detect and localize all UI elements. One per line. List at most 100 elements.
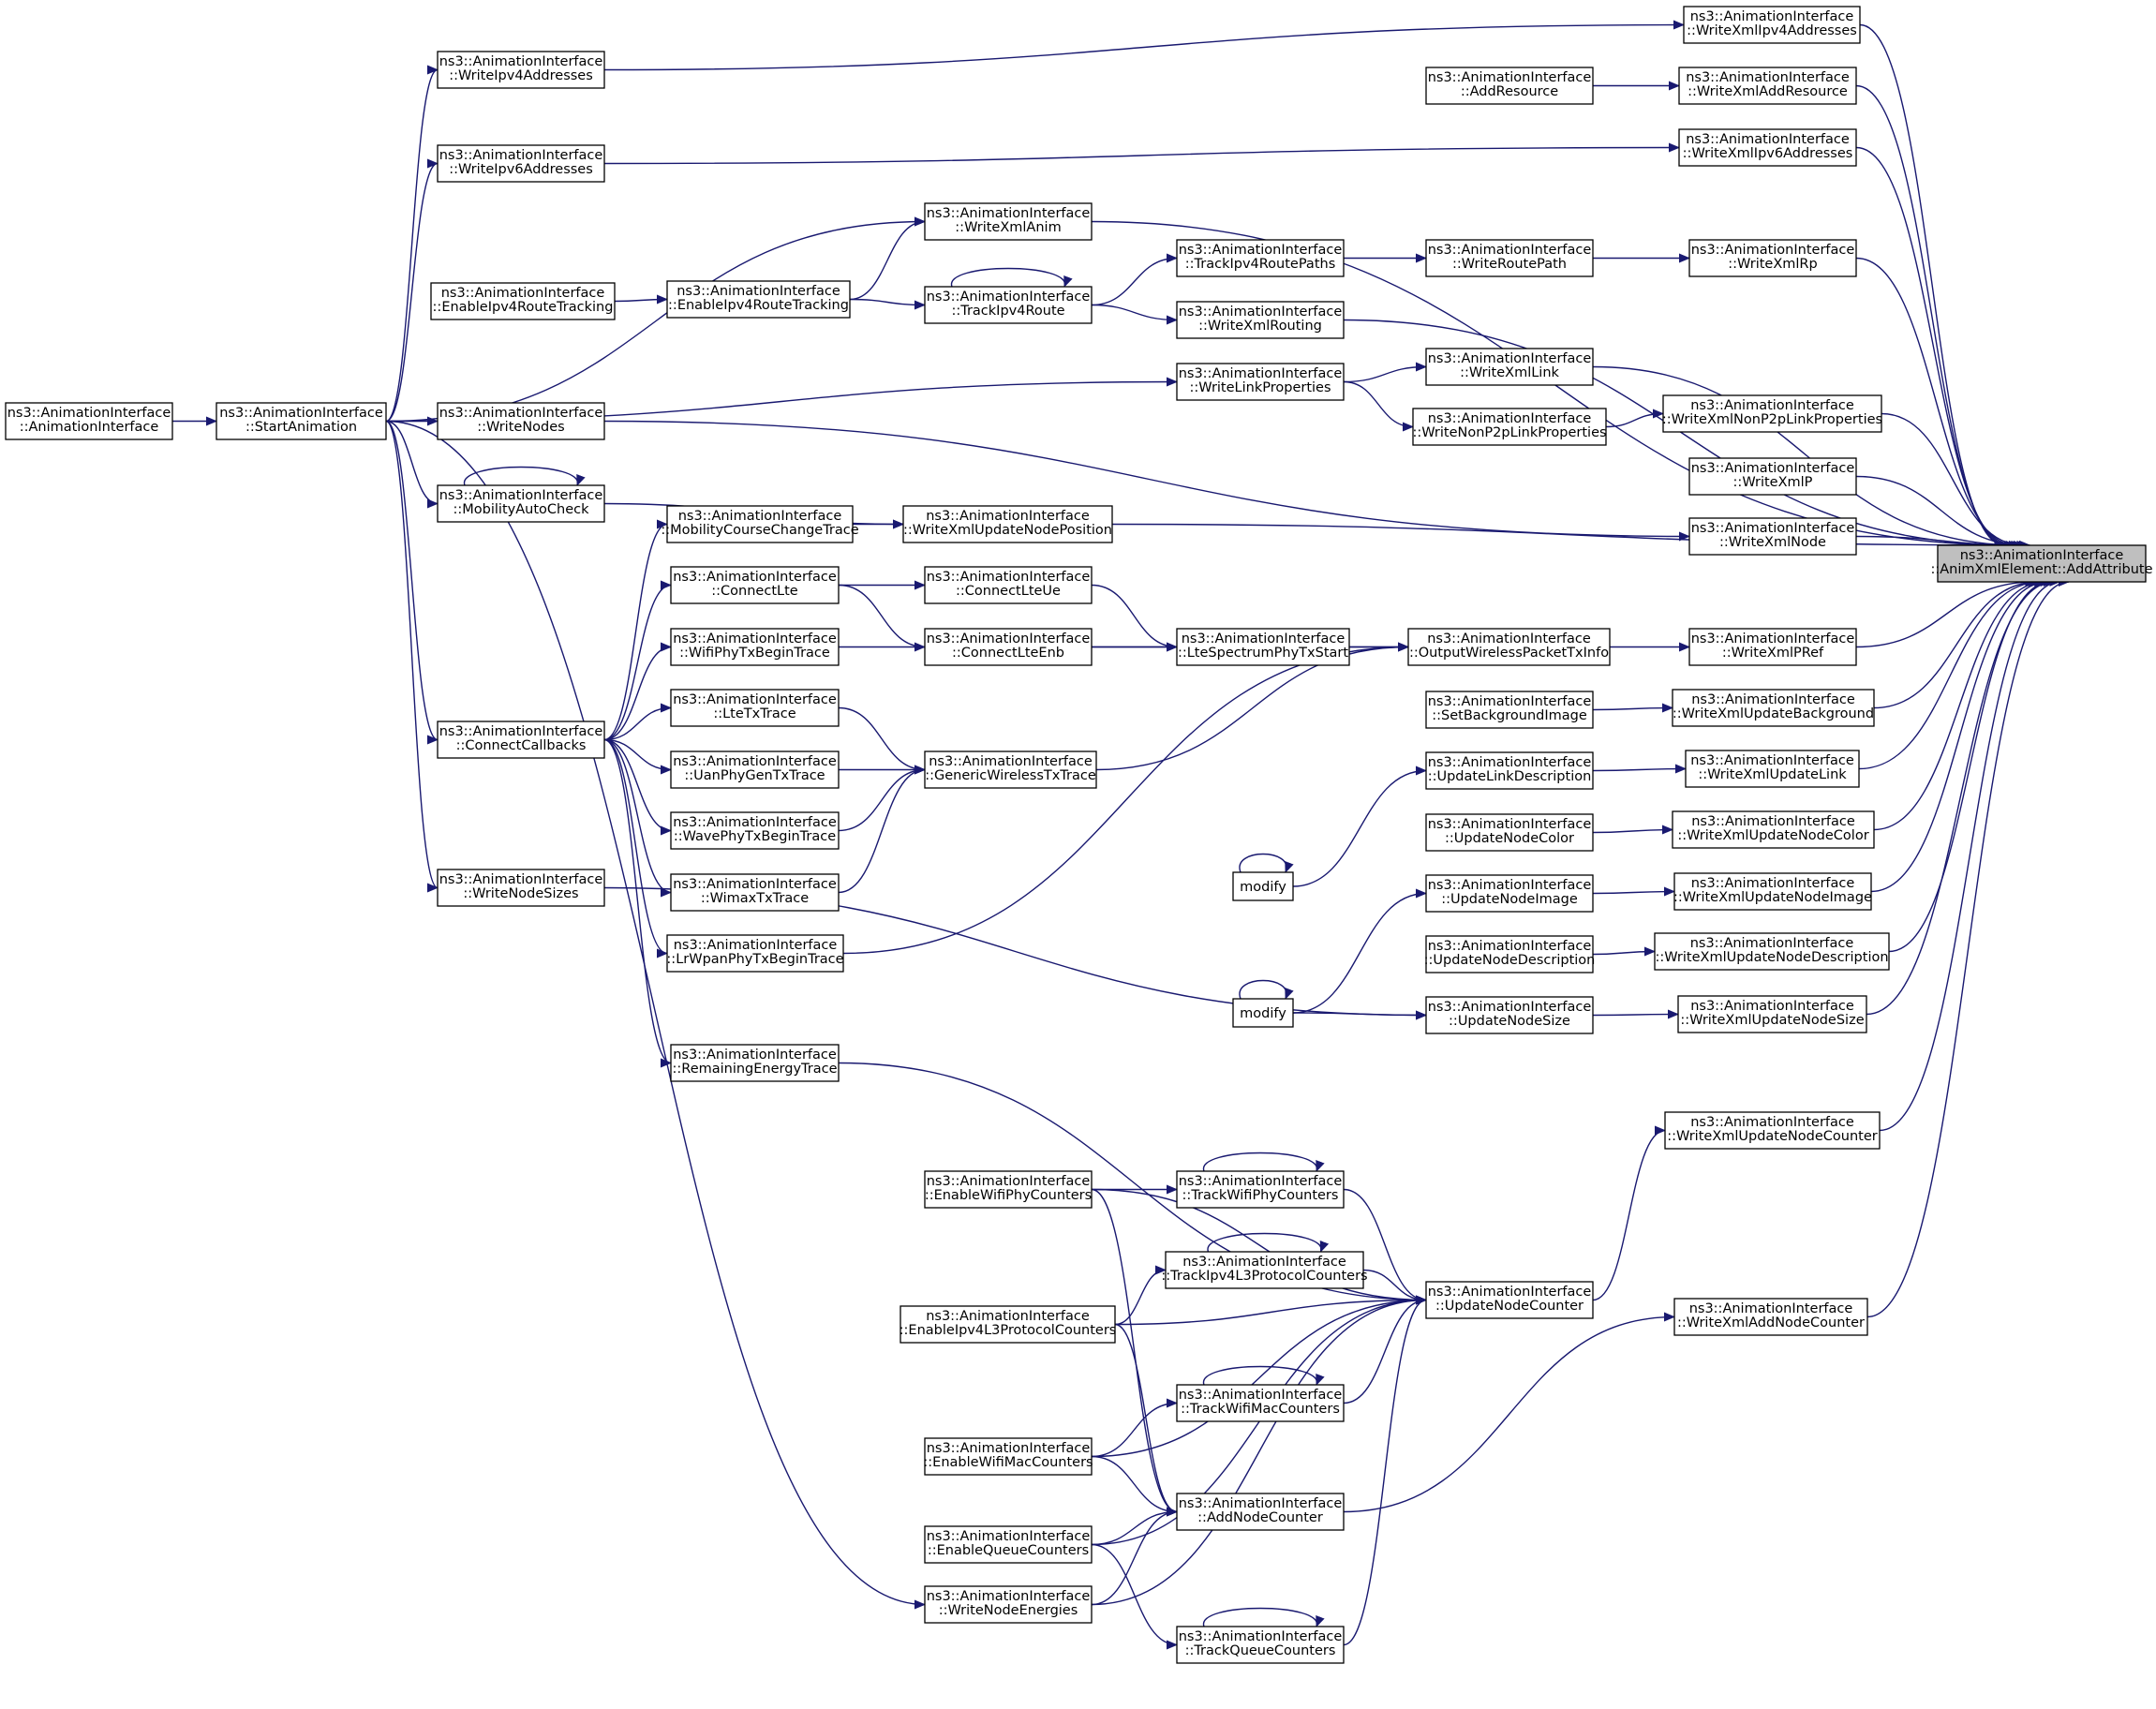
graph-node-trIpv4RP[interactable]: ns3::AnimationInterface::TrackIpv4RouteP…	[1176, 239, 1345, 277]
graph-node-addres[interactable]: ns3::AnimationInterface::AddResource	[1425, 67, 1594, 105]
node-label-line: ns3::AnimationInterface	[1428, 878, 1592, 893]
graph-node-wipv4[interactable]: ns3::AnimationInterface::WriteIpv4Addres…	[437, 51, 605, 89]
graph-node-wxipv6[interactable]: ns3::AnimationInterface::WriteXmlIpv6Add…	[1678, 128, 1857, 167]
graph-node-wxp[interactable]: ns3::AnimationInterface::WriteXmlP	[1688, 457, 1857, 496]
call-edge	[1343, 1188, 1427, 1305]
graph-node-enwifimac[interactable]: ns3::AnimationInterface::EnableWifiMacCo…	[923, 1437, 1093, 1476]
graph-node-cc[interactable]: ns3::AnimationInterface::ConnectCallback…	[437, 721, 605, 759]
graph-node-wxuni[interactable]: ns3::AnimationInterface::WriteXmlUpdateN…	[1673, 872, 1872, 911]
graph-node-trwifiphy[interactable]: ns3::AnimationInterface::TrackWifiPhyCou…	[1176, 1170, 1345, 1209]
node-box	[437, 144, 605, 183]
graph-node-enipv4l3[interactable]: ns3::AnimationInterface::EnableIpv4L3Pro…	[900, 1305, 1117, 1344]
graph-node-setbg[interactable]: ns3::AnimationInterface::SetBackgroundIm…	[1425, 691, 1594, 729]
node-label-line: ::StartAnimation	[245, 420, 357, 435]
node-label-line: ns3::AnimationInterface	[7, 406, 171, 421]
graph-node-wxrp[interactable]: ns3::AnimationInterface::WriteXmlRp	[1688, 239, 1857, 277]
graph-node-updnc[interactable]: ns3::AnimationInterface::UpdateNodeColor	[1425, 813, 1594, 852]
graph-node-wxrouting[interactable]: ns3::AnimationInterface::WriteXmlRouting	[1176, 301, 1345, 339]
node-label-line: ::WriteIpv6Addresses	[449, 162, 593, 177]
graph-node-updld[interactable]: ns3::AnimationInterface::UpdateLinkDescr…	[1425, 751, 1594, 790]
call-edge	[1091, 1507, 1178, 1606]
graph-node-wlinkprop[interactable]: ns3::AnimationInterface::WriteLinkProper…	[1176, 363, 1345, 401]
node-label-line: ns3::AnimationInterface	[439, 148, 603, 163]
node-box	[670, 811, 840, 850]
graph-node-wnodes[interactable]: ns3::AnimationInterface::WriteNodes	[437, 402, 605, 440]
node-label-line: ns3::AnimationInterface	[1428, 1285, 1592, 1300]
graph-node-enIpv4RT_b[interactable]: ns3::AnimationInterface::EnableIpv4Route…	[666, 280, 851, 319]
call-edge	[1095, 642, 1409, 771]
graph-node-root[interactable]: ns3::AnimationInterface::AnimXmlElement:…	[1930, 544, 2153, 583]
call-edge	[603, 738, 672, 775]
call-edge	[464, 466, 586, 486]
graph-node-addnc[interactable]: ns3::AnimationInterface::AddNodeCounter	[1176, 1493, 1345, 1531]
graph-node-wxlink[interactable]: ns3::AnimationInterface::WriteXmlLink	[1425, 348, 1594, 386]
graph-node-wxulink[interactable]: ns3::AnimationInterface::WriteXmlUpdateL…	[1685, 750, 1860, 788]
graph-node-uantx[interactable]: ns3::AnimationInterface::UanPhyGenTxTrac…	[670, 750, 840, 789]
graph-node-wifitx[interactable]: ns3::AnimationInterface::WifiPhyTxBeginT…	[670, 628, 840, 666]
graph-node-wroutepath[interactable]: ns3::AnimationInterface::WriteRoutePath	[1425, 239, 1594, 277]
graph-node-gwtx[interactable]: ns3::AnimationInterface::GenericWireless…	[924, 750, 1097, 789]
graph-node-remen[interactable]: ns3::AnimationInterface::RemainingEnergy…	[670, 1044, 840, 1082]
node-label-line: ns3::AnimationInterface	[439, 54, 603, 69]
node-label-line: ::LteSpectrumPhyTxStart	[1178, 646, 1348, 661]
call-edge	[603, 738, 672, 836]
graph-node-wavetx[interactable]: ns3::AnimationInterface::WavePhyTxBeginT…	[670, 811, 840, 850]
node-label-line: ::UpdateNodeDescription	[1424, 953, 1596, 968]
node-label-line: ::UanPhyGenTxTrace	[684, 768, 825, 783]
graph-node-wxubg[interactable]: ns3::AnimationInterface::WriteXmlUpdateB…	[1672, 689, 1875, 727]
graph-node-ltespec[interactable]: ns3::AnimationInterface::LteSpectrumPhyT…	[1176, 628, 1350, 666]
graph-node-updns[interactable]: ns3::AnimationInterface::UpdateNodeSize	[1425, 996, 1594, 1034]
graph-node-wxpref[interactable]: ns3::AnimationInterface::WriteXmlPRef	[1688, 628, 1857, 666]
graph-node-wnonp2p[interactable]: ns3::AnimationInterface::WriteNonP2pLink…	[1412, 408, 1607, 446]
graph-node-wxnonp2p[interactable]: ns3::AnimationInterface::WriteXmlNonP2pL…	[1662, 394, 1882, 433]
graph-node-wxuncnt[interactable]: ns3::AnimationInterface::WriteXmlUpdateN…	[1664, 1111, 1881, 1150]
graph-node-enIpv4RT_a[interactable]: ns3::AnimationInterface::EnableIpv4Route…	[430, 282, 616, 320]
node-label-line: ns3::AnimationInterface	[1689, 1301, 1853, 1316]
graph-node-updnd[interactable]: ns3::AnimationInterface::UpdateNodeDescr…	[1424, 935, 1596, 973]
graph-node-updni[interactable]: ns3::AnimationInterface::UpdateNodeImage	[1425, 874, 1594, 913]
graph-node-ctor[interactable]: ns3::AnimationInterface::AnimationInterf…	[5, 402, 173, 440]
graph-node-clteenb[interactable]: ns3::AnimationInterface::ConnectLteEnb	[924, 628, 1093, 666]
node-label-line: ns3::AnimationInterface	[1690, 999, 1854, 1014]
graph-node-wxnode[interactable]: ns3::AnimationInterface::WriteXmlNode	[1688, 517, 1857, 556]
call-edge	[1605, 409, 1664, 428]
graph-node-owptx[interactable]: ns3::AnimationInterface::OutputWirelessP…	[1407, 628, 1611, 666]
graph-node-modify1[interactable]: modify	[1232, 871, 1294, 901]
node-label-line: ::WriteXmlUpdateNodeCounter	[1667, 1129, 1877, 1144]
node-label-line: ns3::AnimationInterface	[1691, 814, 1855, 829]
graph-node-wipv6[interactable]: ns3::AnimationInterface::WriteIpv6Addres…	[437, 144, 605, 183]
graph-node-wxuns[interactable]: ns3::AnimationInterface::WriteXmlUpdateN…	[1677, 995, 1867, 1033]
graph-node-updncnt[interactable]: ns3::AnimationInterface::UpdateNodeCount…	[1425, 1281, 1594, 1319]
node-label-line: ::EnableWifiMacCounters	[923, 1455, 1093, 1470]
call-edge	[1343, 380, 1414, 432]
graph-node-lrwpantx[interactable]: ns3::AnimationInterface::LrWpanPhyTxBegi…	[666, 934, 844, 973]
graph-node-start[interactable]: ns3::AnimationInterface::StartAnimation	[216, 402, 387, 440]
graph-node-wxanc[interactable]: ns3::AnimationInterface::WriteXmlAddNode…	[1673, 1298, 1868, 1336]
graph-node-mob[interactable]: ns3::AnimationInterface::MobilityAutoChe…	[437, 484, 605, 523]
graph-node-wnenergies[interactable]: ns3::AnimationInterface::WriteNodeEnergi…	[924, 1585, 1093, 1624]
graph-node-clteue[interactable]: ns3::AnimationInterface::ConnectLteUe	[924, 566, 1093, 604]
graph-node-trqueue[interactable]: ns3::AnimationInterface::TrackQueueCount…	[1176, 1626, 1345, 1664]
graph-node-wxund[interactable]: ns3::AnimationInterface::WriteXmlUpdateN…	[1654, 932, 1890, 971]
node-label-line: ns3::AnimationInterface	[926, 1309, 1090, 1324]
node-label-line: ns3::AnimationInterface	[1690, 753, 1854, 768]
call-edge	[838, 765, 926, 832]
graph-node-trIpv4R[interactable]: ns3::AnimationInterface::TrackIpv4Route	[924, 286, 1093, 324]
graph-node-wxunp[interactable]: ns3::AnimationInterface::WriteXmlUpdateN…	[902, 505, 1113, 543]
graph-node-mcct[interactable]: ns3::AnimationInterface::MobilityCourseC…	[661, 505, 859, 543]
graph-node-modify2[interactable]: modify	[1232, 998, 1294, 1028]
graph-node-clte[interactable]: ns3::AnimationInterface::ConnectLte	[670, 566, 840, 604]
graph-node-wimaxtx[interactable]: ns3::AnimationInterface::WimaxTxTrace	[670, 873, 840, 912]
call-edge	[1592, 703, 1673, 713]
graph-node-wxunc[interactable]: ns3::AnimationInterface::WriteXmlUpdateN…	[1672, 810, 1875, 849]
graph-node-trwifimac[interactable]: ns3::AnimationInterface::TrackWifiMacCou…	[1176, 1384, 1345, 1422]
node-label-line: ns3::AnimationInterface	[1428, 70, 1592, 85]
graph-node-wnsizes[interactable]: ns3::AnimationInterface::WriteNodeSizes	[437, 869, 605, 907]
graph-node-enwifiphy[interactable]: ns3::AnimationInterface::EnableWifiPhyCo…	[924, 1170, 1093, 1209]
graph-node-wxipv4[interactable]: ns3::AnimationInterface::WriteXmlIpv4Add…	[1683, 6, 1861, 44]
graph-node-ltetx[interactable]: ns3::AnimationInterface::LteTxTrace	[670, 689, 840, 727]
graph-node-wxanim[interactable]: ns3::AnimationInterface::WriteXmlAnim	[924, 202, 1093, 241]
graph-node-tripv4l3[interactable]: ns3::AnimationInterface::TrackIpv4L3Prot…	[1161, 1251, 1368, 1289]
graph-node-wxaddres[interactable]: ns3::AnimationInterface::WriteXmlAddReso…	[1678, 67, 1857, 105]
graph-node-enqueue[interactable]: ns3::AnimationInterface::EnableQueueCoun…	[924, 1525, 1093, 1564]
